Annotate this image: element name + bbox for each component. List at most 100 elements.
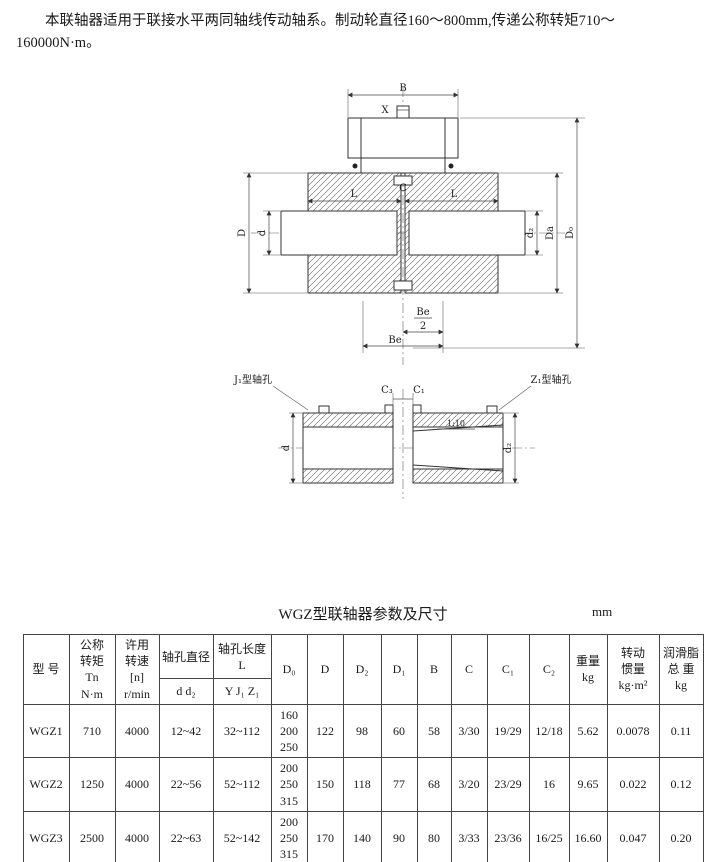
table-cell: 77	[380, 757, 418, 812]
col-header-c: C	[450, 633, 488, 705]
dim-d2-lower: d₂	[503, 412, 519, 484]
brake-wheel	[347, 105, 459, 174]
main-section-view: B X D d	[237, 83, 585, 365]
j1-hub	[302, 404, 394, 484]
table-cell: 0.12	[658, 757, 704, 812]
table-cell: 23/29	[486, 757, 530, 812]
dim-label-c1: C₁	[413, 385, 425, 396]
table-cell: 1250	[68, 757, 116, 812]
table-cell: 150	[306, 757, 344, 812]
col-header-inertia: 转动 惯量 kg·m²	[606, 633, 660, 705]
table-cell: 200 250 315	[270, 810, 308, 862]
table-cell: 4000	[114, 757, 160, 812]
table-cell: WGZ2	[22, 757, 70, 812]
col-header-d2: D₂	[342, 633, 382, 705]
table-cell: 98	[342, 703, 382, 759]
dim-label-c3: C₃	[381, 385, 393, 396]
col-header-grease: 润滑脂 总 重 kg	[658, 633, 704, 705]
coupling-drawing: B X D d	[103, 73, 623, 503]
table-unit-label: mm	[592, 603, 613, 619]
col-subheader-bore-len: Y J₁ Z₁	[212, 678, 272, 705]
table-cell: 118	[342, 757, 382, 812]
table-row: WGZ2 1250 4000 22~56 52~112 200 250 315 …	[22, 757, 704, 812]
col-header-bore-dia: 轴孔直径	[158, 633, 214, 680]
table-cell: 122	[306, 703, 344, 759]
col-header-weight: 重量 kg	[568, 633, 608, 705]
table-cell: 16	[528, 757, 570, 812]
table-cell: 52~142	[212, 810, 272, 862]
col-header-torque: 公称 转矩 Tn N·m	[68, 633, 116, 705]
table-cell: WGZ3	[22, 810, 70, 862]
dim-label-D: D	[237, 229, 248, 237]
j1-bore-label: J₁型轴孔	[233, 373, 272, 386]
col-header-d0: D₀	[270, 633, 308, 705]
col-header-c2: C₂	[528, 633, 570, 705]
table-cell: 0.022	[606, 757, 660, 812]
taper-label: 1:10	[447, 419, 465, 428]
col-header-b: B	[416, 633, 452, 705]
dim-label-d2: d₂	[525, 228, 536, 238]
dim-label-D0: D₀	[565, 227, 576, 239]
table-cell: 4000	[114, 703, 160, 759]
table-cell: 5.62	[568, 703, 608, 759]
dim-label-d2-lower: d₂	[503, 443, 514, 453]
dim-Da-right: Da	[499, 172, 563, 294]
dim-C3-C1: C₃ C₁	[381, 385, 425, 411]
coupling-drawing-svg: B X D d	[233, 83, 585, 499]
table-row: WGZ1 710 4000 12~42 32~112 160 200 250 1…	[22, 703, 704, 759]
dim-label-Da: Da	[545, 226, 556, 240]
parameters-table: 型 号 公称 转矩 Tn N·m 许用 转速 [n] r/min 轴孔直径 轴孔…	[22, 633, 704, 862]
table-cell: 3/20	[450, 757, 488, 812]
col-header-c1: C₁	[486, 633, 530, 705]
table-cell: WGZ1	[22, 703, 70, 759]
table-cell: 0.0078	[606, 703, 660, 759]
dim-LCL: L C L	[307, 183, 499, 204]
shaft-hole-views: J₁型轴孔 Z₁型轴孔	[233, 373, 572, 499]
col-header-model: 型 号	[22, 633, 70, 705]
table-cell: 170	[306, 810, 344, 862]
z1-hub: 1:10	[412, 404, 504, 484]
intro-paragraph: 本联轴器适用于联接水平两同轴线传动轴系。制动轮直径160～800mm,传递公称转…	[16, 0, 710, 55]
dim-d2-right: d₂	[525, 210, 543, 256]
table-cell: 16/25	[528, 810, 570, 862]
table-row: WGZ3 2500 4000 22~63 52~142 200 250 315 …	[22, 810, 704, 862]
dim-B: B	[347, 83, 459, 117]
table-cell: 68	[416, 757, 452, 812]
dim-label-b: B	[399, 83, 406, 94]
dim-label-Be: Be	[388, 335, 401, 346]
dim-X: X	[381, 105, 409, 116]
dim-d-lower: d	[281, 412, 302, 484]
coupling-body	[280, 172, 526, 294]
table-cell: 32~112	[212, 703, 272, 759]
table-cell: 12~42	[158, 703, 214, 759]
table-title: WGZ型联轴器参数及尺寸	[278, 606, 448, 623]
col-subheader-bore-dia: d d₂	[158, 678, 214, 705]
dim-label-d: d	[257, 229, 268, 236]
table-cell: 0.20	[658, 810, 704, 862]
table-cell: 80	[416, 810, 452, 862]
table-cell: 52~112	[212, 757, 272, 812]
table-cell: 9.65	[568, 757, 608, 812]
table-cell: 710	[68, 703, 116, 759]
dim-Be-half: Be 2	[362, 300, 444, 353]
table-cell: 16.60	[568, 810, 608, 862]
table-cell: 22~63	[158, 810, 214, 862]
intro-line-1: 本联轴器适用于联接水平两同轴线传动轴系。制动轮直径160～800mm,传递公称转…	[45, 13, 615, 29]
table-cell: 0.047	[606, 810, 660, 862]
dim-label-d-lower: d	[281, 444, 292, 451]
table-cell: 90	[380, 810, 418, 862]
table-cell: 12/18	[528, 703, 570, 759]
table-cell: 3/33	[450, 810, 488, 862]
dim-label-Be-num: Be	[416, 307, 429, 318]
dim-Be: Be	[362, 335, 444, 349]
intro-line-2: 160000N·m。	[16, 35, 101, 52]
dim-label-L-right: L	[451, 189, 458, 200]
z1-bore-label: Z₁型轴孔	[531, 373, 572, 386]
table-cell: 19/29	[486, 703, 530, 759]
dim-label-C: C	[399, 183, 407, 194]
col-header-d1: D₁	[380, 633, 418, 705]
table-cell: 2500	[68, 810, 116, 862]
col-header-bore-len: 轴孔长度 L	[212, 633, 272, 680]
table-cell: 140	[342, 810, 382, 862]
